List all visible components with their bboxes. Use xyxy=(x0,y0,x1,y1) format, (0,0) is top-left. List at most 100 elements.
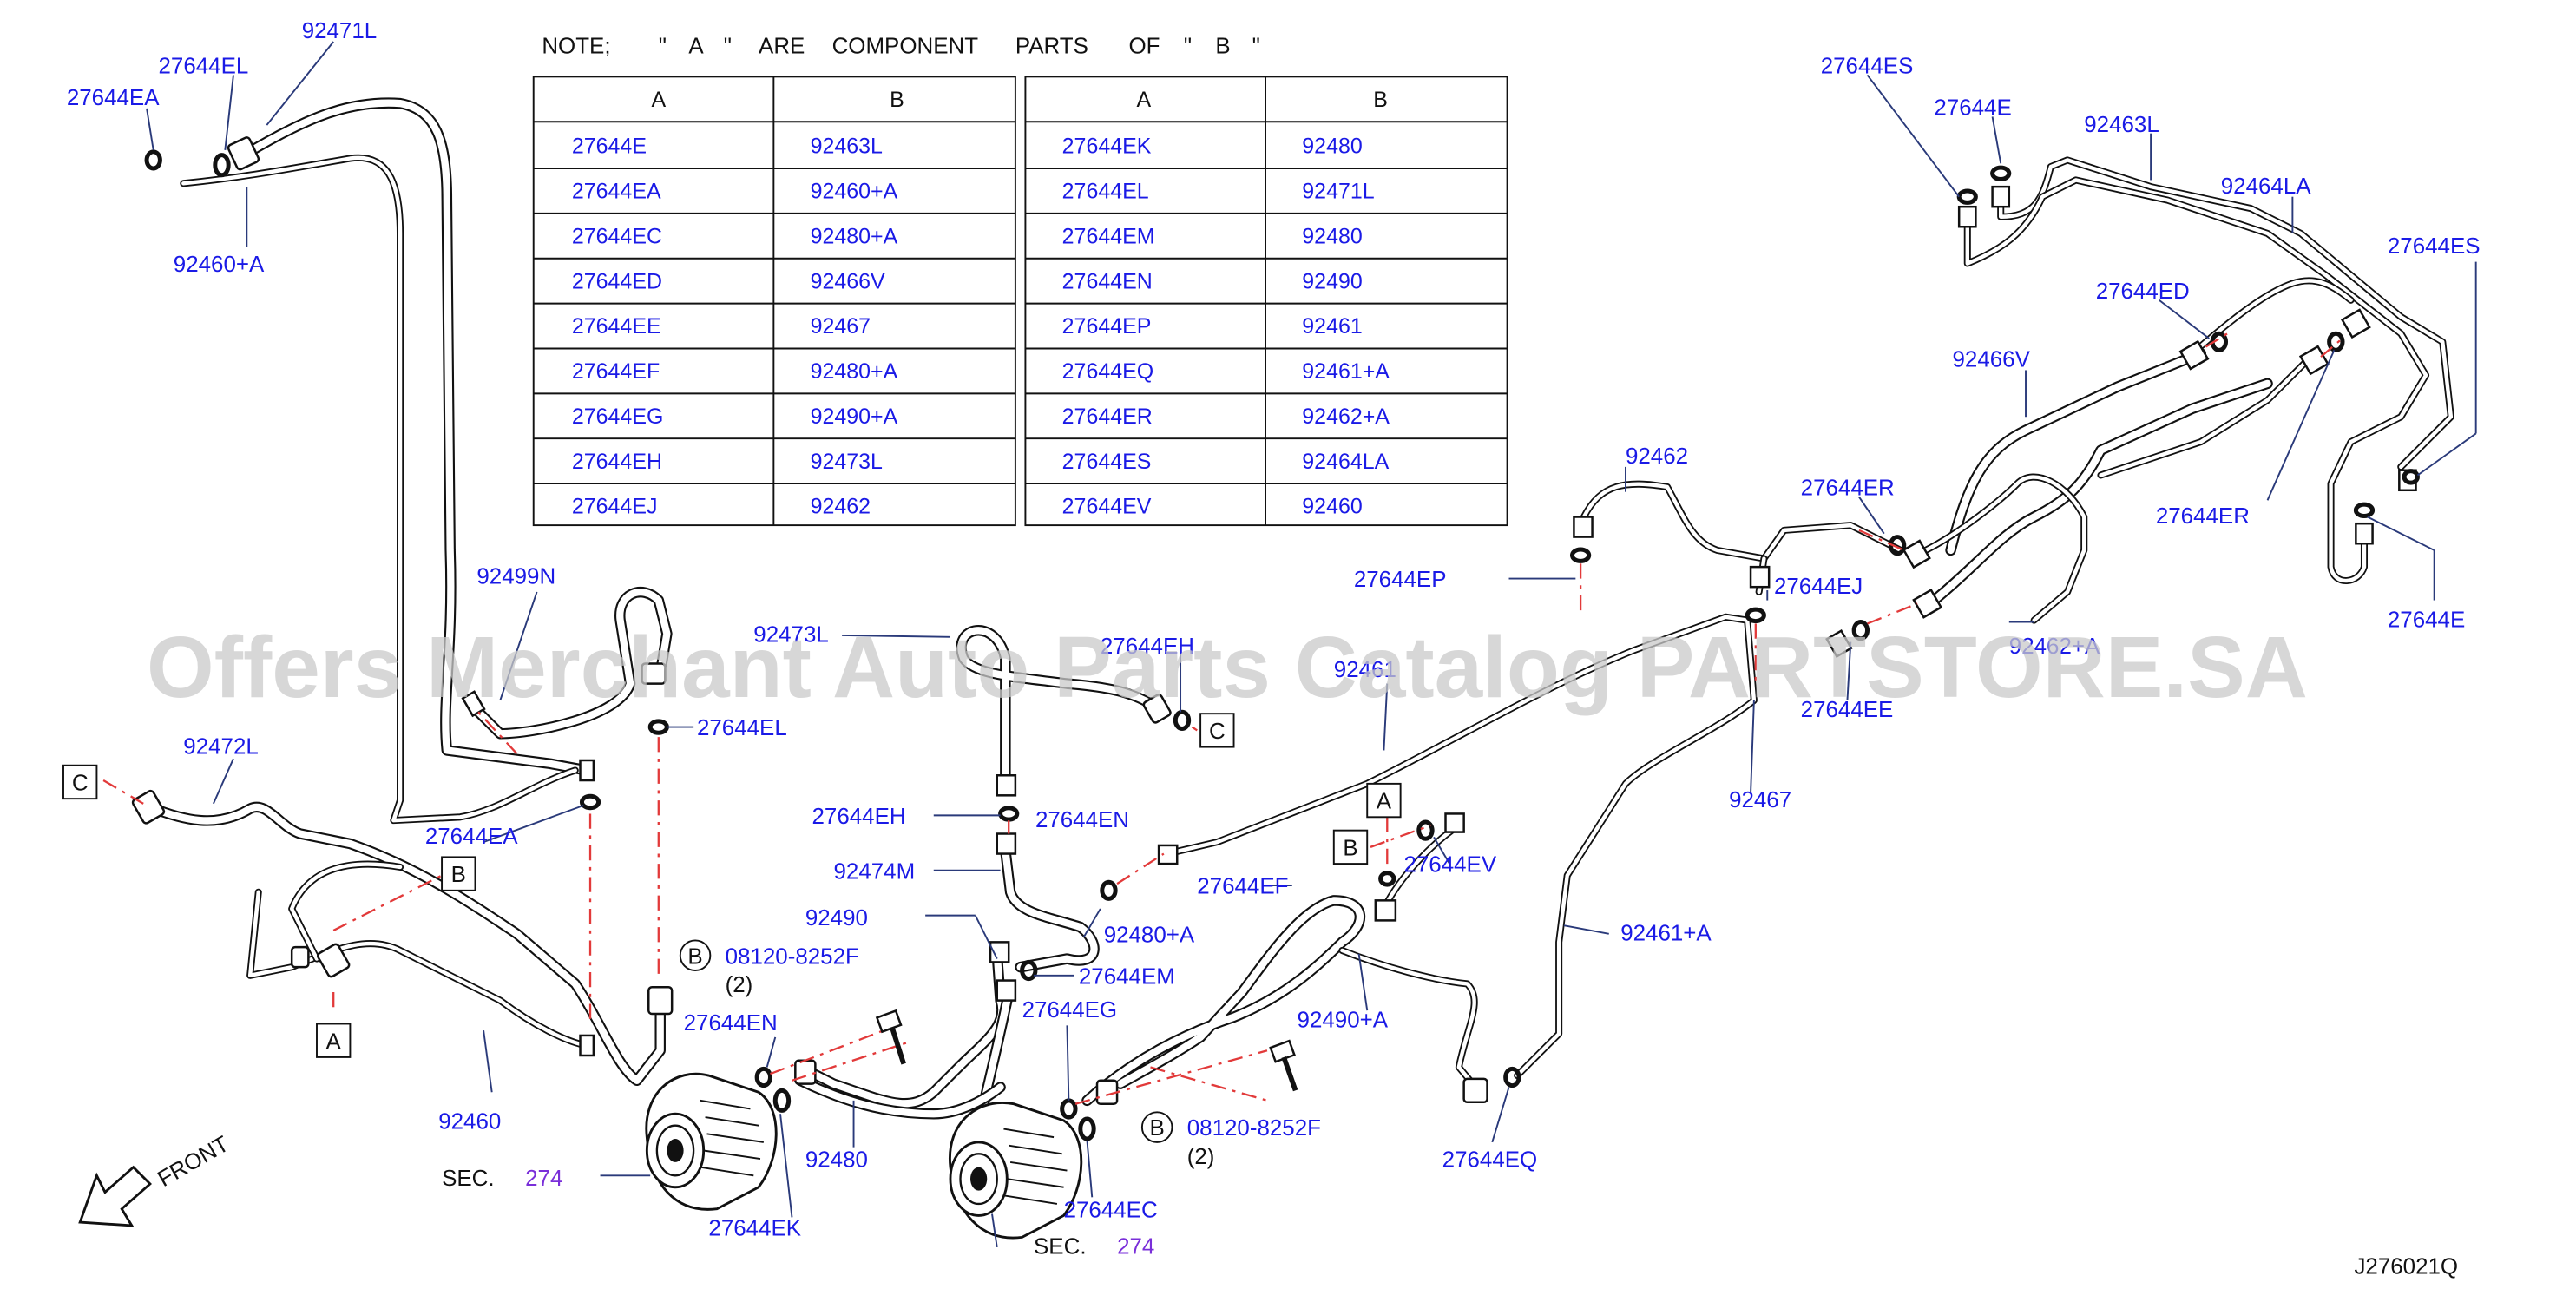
part-callout[interactable]: 27644EE xyxy=(1801,698,1894,722)
part-callout[interactable]: 92480 xyxy=(805,1148,868,1173)
part-callout[interactable]: 92466V xyxy=(1952,348,2030,372)
table-cell[interactable]: 92471L xyxy=(1302,180,1374,204)
part-callouts: 92471L 27644EL 27644EA 92460+A 92499N 27… xyxy=(67,19,2481,1240)
marker-b-left[interactable]: B xyxy=(441,856,476,891)
table-cell[interactable]: 92466V xyxy=(811,269,885,293)
part-callout[interactable]: 08120-8252F xyxy=(726,944,859,969)
part-callout[interactable]: 27644EN xyxy=(684,1011,778,1036)
part-callout[interactable]: 92473L xyxy=(753,623,829,648)
marker-b-right[interactable]: B xyxy=(1332,829,1369,865)
part-callout[interactable]: 27644EC xyxy=(1064,1198,1158,1222)
table-cell[interactable]: 27644EJ xyxy=(572,495,658,519)
table-cell[interactable]: 92480+A xyxy=(811,224,898,248)
part-callout[interactable]: 92460+A xyxy=(174,253,265,277)
table-cell[interactable]: 27644EL xyxy=(1062,180,1149,204)
part-callout[interactable]: 92474M xyxy=(834,859,916,884)
table-cell[interactable]: 92480 xyxy=(1302,135,1362,159)
o-ring xyxy=(1078,1116,1096,1141)
part-callout[interactable]: 92471L xyxy=(302,19,378,43)
table-cell[interactable]: 92461+A xyxy=(1302,359,1390,384)
table-cell[interactable]: 27644EM xyxy=(1062,224,1155,248)
part-callout[interactable]: 27644EP xyxy=(1354,568,1447,592)
section-ref-right[interactable]: SEC. 274 xyxy=(1034,1235,1154,1259)
table-cell[interactable]: 92460+A xyxy=(811,180,898,204)
o-ring xyxy=(1745,607,1766,624)
marker-b-circle-right[interactable]: B xyxy=(1140,1111,1173,1143)
part-callout[interactable]: 92467 xyxy=(1729,788,1791,812)
part-callout[interactable]: 27644EA xyxy=(425,825,518,849)
part-callout[interactable]: 27644EG xyxy=(1022,998,1118,1023)
table-cell[interactable]: 92490+A xyxy=(811,404,898,429)
table-cell[interactable]: 27644EG xyxy=(572,404,664,429)
marker-c-left[interactable]: C xyxy=(62,764,98,800)
compressor-left xyxy=(645,1072,778,1211)
table-cell[interactable]: 92490 xyxy=(1302,269,1362,293)
table-cell[interactable]: 27644EE xyxy=(572,314,661,339)
part-callout[interactable]: 27644EM xyxy=(1079,964,1175,989)
part-callout[interactable]: 92490+A xyxy=(1298,1008,1389,1032)
table-cell[interactable]: 92467 xyxy=(811,314,871,339)
part-callout[interactable]: 92480+A xyxy=(1104,923,1195,947)
table-cell[interactable]: 27644EK xyxy=(1062,135,1152,159)
part-callout[interactable]: 27644EL xyxy=(158,55,248,79)
part-callout[interactable]: 27644ES xyxy=(2388,234,2481,259)
table-left-grid xyxy=(532,76,1016,527)
part-callout[interactable]: 92460 xyxy=(438,1110,501,1134)
part-callout[interactable]: 92499N xyxy=(476,564,555,589)
marker-a-left[interactable]: A xyxy=(316,1023,352,1058)
part-callout[interactable]: 27644E xyxy=(1934,96,2011,121)
part-callout[interactable]: 27644E xyxy=(2388,608,2465,632)
part-callout[interactable]: 27644EV xyxy=(1403,853,1496,878)
part-callout[interactable]: 92462 xyxy=(1626,444,1688,469)
table-cell[interactable]: 27644EA xyxy=(572,180,661,204)
part-callout[interactable]: 27644EA xyxy=(67,86,160,110)
table-cell[interactable]: 92462+A xyxy=(1302,404,1390,429)
part-callout[interactable]: 27644EH xyxy=(812,805,906,829)
table-cell[interactable]: 27644ED xyxy=(572,269,662,293)
part-callout[interactable]: 27644EH xyxy=(1101,635,1194,659)
bolt-right xyxy=(1269,1039,1298,1092)
table-cell[interactable]: 92473L xyxy=(811,450,883,474)
table-cell[interactable]: 27644EC xyxy=(572,224,662,248)
part-callout[interactable]: 27644EL xyxy=(697,716,787,740)
table-cell[interactable]: 92480 xyxy=(1302,224,1362,248)
part-callout[interactable]: 92472L xyxy=(183,734,259,759)
table-cell[interactable]: 27644E xyxy=(572,135,647,159)
part-callout[interactable]: 92463L xyxy=(2084,113,2159,137)
part-callout[interactable]: 92461 xyxy=(1334,658,1396,682)
part-callout[interactable]: 92464LA xyxy=(2221,174,2311,199)
table-cell[interactable]: 92480+A xyxy=(811,359,898,384)
part-callout[interactable]: 27644EN xyxy=(1035,808,1129,832)
table-cell[interactable]: 27644ES xyxy=(1062,450,1152,474)
table-cell[interactable]: 27644EH xyxy=(572,450,662,474)
marker-boxes: C B A C A B B B xyxy=(62,713,1402,1143)
part-callout[interactable]: 27644ER xyxy=(1801,477,1895,501)
table-cell[interactable]: 27644EP xyxy=(1062,314,1152,339)
part-callout[interactable]: 92462+A xyxy=(2009,635,2100,659)
table-cell[interactable]: 92463L xyxy=(811,135,883,159)
table-cell[interactable]: 27644EF xyxy=(572,359,660,384)
table-cell[interactable]: 27644EQ xyxy=(1062,359,1154,384)
part-callout[interactable]: 27644EJ xyxy=(1774,575,1863,599)
marker-c-right[interactable]: C xyxy=(1199,713,1235,748)
part-callout[interactable]: 27644ER xyxy=(2156,504,2250,529)
part-callout[interactable]: 08120-8252F xyxy=(1187,1116,1321,1141)
part-callout[interactable]: 27644EQ xyxy=(1442,1148,1538,1173)
part-callout[interactable]: 27644ED xyxy=(2096,280,2190,304)
part-callout[interactable]: 27644EF xyxy=(1197,875,1288,899)
marker-b-circle-left[interactable]: B xyxy=(679,939,712,971)
table-cell[interactable]: 92461 xyxy=(1302,314,1362,339)
part-callout[interactable]: 27644EK xyxy=(708,1216,801,1240)
part-callout[interactable]: 27644ES xyxy=(1821,55,1914,79)
pipe-92474M xyxy=(1000,845,1100,973)
part-callout[interactable]: 92461+A xyxy=(1620,921,1712,945)
table-cell[interactable]: 27644EN xyxy=(1062,269,1153,293)
table-cell[interactable]: 92464LA xyxy=(1302,450,1389,474)
marker-a-right[interactable]: A xyxy=(1366,782,1402,819)
table-cell[interactable]: 92462 xyxy=(811,495,871,519)
section-ref-left[interactable]: SEC. 274 xyxy=(442,1167,562,1191)
table-cell[interactable]: 27644ER xyxy=(1062,404,1153,429)
table-cell[interactable]: 92460 xyxy=(1302,495,1362,519)
table-cell[interactable]: 27644EV xyxy=(1062,495,1152,519)
part-callout[interactable]: 92490 xyxy=(805,906,868,931)
